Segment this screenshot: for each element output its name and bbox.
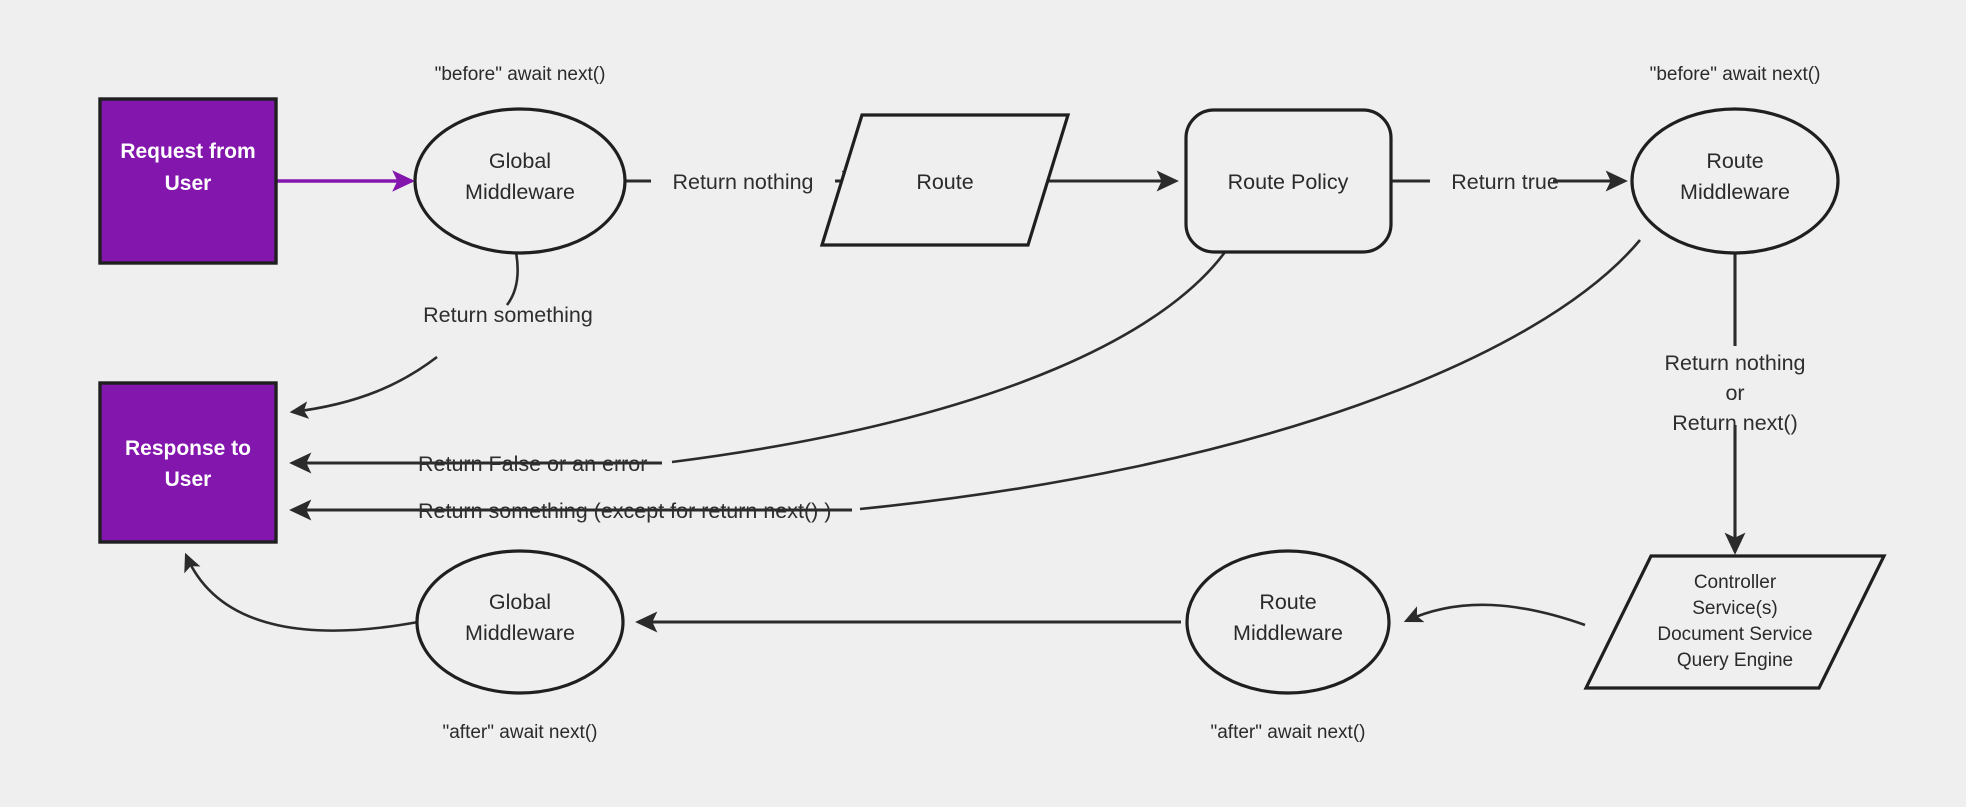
node-response-to-user[interactable]: Response to User bbox=[98, 381, 278, 544]
edge-label-return-nothing-or-next-line1: Return nothing bbox=[1664, 351, 1805, 375]
route-middleware-top-label-line2: Middleware bbox=[1680, 180, 1790, 204]
annotation-after-global-middleware: "after" await next() bbox=[443, 722, 598, 743]
response-label-line1: Response to bbox=[125, 437, 251, 460]
global-middleware-bottom-label-line2: Middleware bbox=[465, 621, 575, 645]
edge-route-policy-return-false bbox=[289, 236, 1237, 474]
route-middleware-bottom-label-line2: Middleware bbox=[1233, 621, 1343, 645]
route-middleware-bottom-label-line1: Route bbox=[1259, 590, 1316, 614]
handler-label-line3: Document Service bbox=[1657, 624, 1812, 645]
node-global-middleware-bottom[interactable]: Global Middleware bbox=[415, 549, 625, 695]
edge-label-return-something-except: Return something (except for return next… bbox=[418, 499, 831, 523]
edge-global-middleware-bottom-to-response bbox=[184, 552, 419, 632]
handler-label-line2: Service(s) bbox=[1692, 598, 1778, 619]
edge-label-return-false-or-error: Return False or an error bbox=[418, 452, 647, 476]
global-middleware-top-label-line2: Middleware bbox=[465, 180, 575, 204]
edge-global-middleware-return-something bbox=[289, 251, 519, 419]
edge-label-return-something-global: Return something bbox=[423, 303, 593, 327]
annotation-before-route-middleware: "before" await next() bbox=[1650, 64, 1821, 85]
request-label-line2: User bbox=[165, 172, 212, 195]
node-route-middleware-bottom[interactable]: Route Middleware bbox=[1185, 549, 1391, 695]
global-middleware-bottom-label-line1: Global bbox=[489, 590, 551, 614]
node-route-policy[interactable]: Route Policy bbox=[1184, 108, 1393, 254]
edge-label-return-nothing: Return nothing bbox=[672, 170, 813, 194]
node-handler-stack[interactable]: Controller Service(s) Document Service Q… bbox=[1583, 554, 1887, 690]
node-global-middleware-top[interactable]: Global Middleware bbox=[413, 107, 627, 255]
edge-label-return-nothing-or-next-line2: or bbox=[1725, 381, 1744, 405]
route-policy-label: Route Policy bbox=[1228, 170, 1349, 194]
handler-label-line4: Query Engine bbox=[1677, 650, 1793, 671]
annotation-after-route-middleware: "after" await next() bbox=[1211, 722, 1366, 743]
edge-handler-to-route-middleware-bottom bbox=[1403, 603, 1586, 627]
response-label-line2: User bbox=[165, 468, 212, 491]
global-middleware-top-label-line1: Global bbox=[489, 149, 551, 173]
edge-label-return-true: Return true bbox=[1451, 170, 1559, 194]
route-middleware-top-label-line1: Route bbox=[1706, 149, 1763, 173]
annotation-before-global-middleware: "before" await next() bbox=[435, 64, 606, 85]
edge-label-return-nothing-or-next-line3: Return next() bbox=[1672, 411, 1797, 435]
node-route-middleware-top[interactable]: Route Middleware bbox=[1630, 107, 1840, 255]
node-request-from-user[interactable]: Request from User bbox=[98, 97, 278, 265]
handler-label-line1: Controller bbox=[1694, 572, 1777, 593]
request-label-line1: Request from bbox=[120, 140, 255, 163]
edge-route-middleware-return-something bbox=[289, 239, 1641, 521]
node-route[interactable]: Route bbox=[819, 113, 1071, 247]
route-label: Route bbox=[916, 170, 973, 194]
